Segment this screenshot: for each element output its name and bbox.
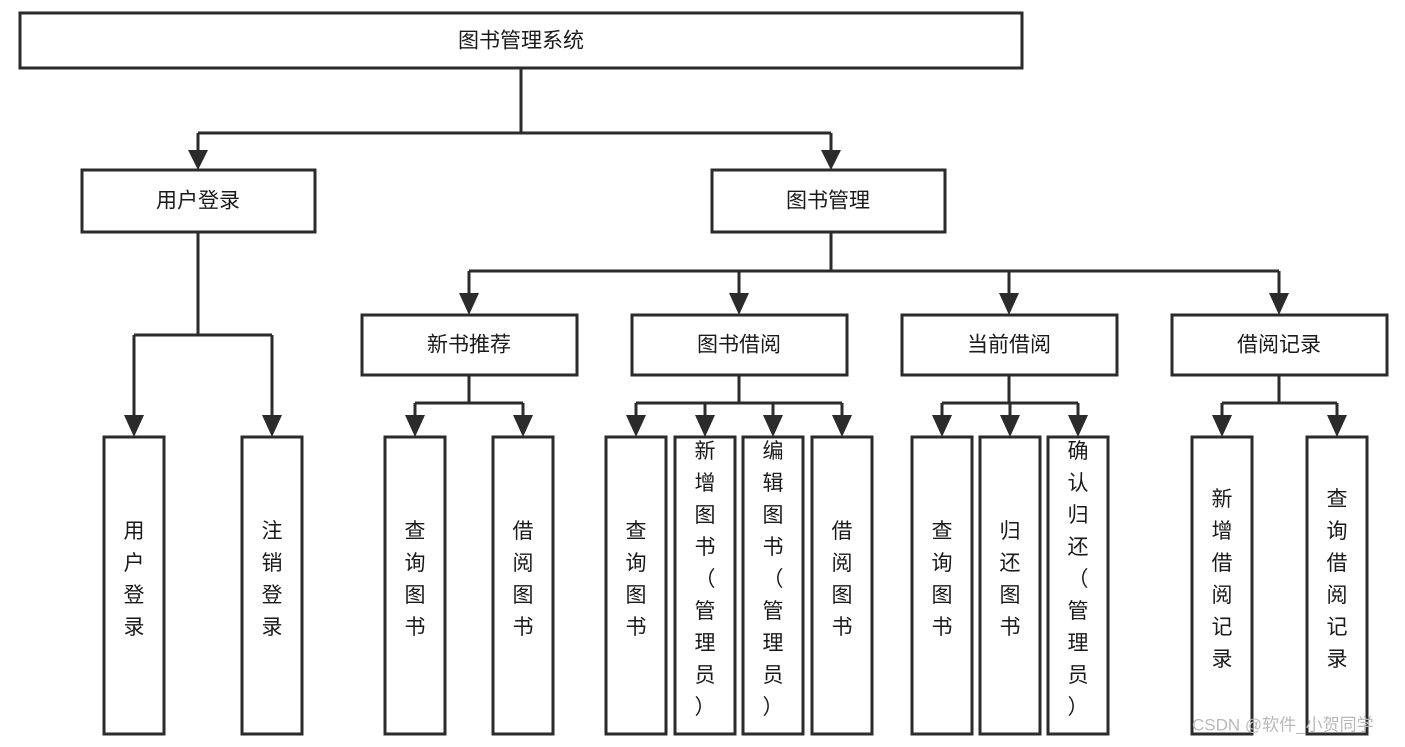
node-current-borrow[interactable]: 当前借阅: [900, 313, 1119, 377]
leaf-new-book-1-box[interactable]: [383, 435, 447, 736]
leaf-book-borrow-4[interactable]: 借阅图书: [810, 435, 874, 736]
leaf-current-borrow-3-label: 确认归还（管理员）: [1068, 440, 1089, 719]
leaf-book-borrow-4-label: 借阅图书: [832, 520, 853, 639]
leaf-book-borrow-1-label: 查询图书: [626, 520, 647, 639]
arrow-root-to-book-mgmt: [821, 150, 841, 170]
arrow-record-leaf-2: [1327, 415, 1347, 437]
leaf-borrow-record-2-label: 查询借阅记录: [1327, 488, 1348, 671]
arrow-userlogin-leaf-1: [124, 415, 144, 437]
leaf-new-book-2[interactable]: 借阅图书: [491, 435, 555, 736]
node-borrow-record-label: 借阅记录: [1237, 334, 1321, 357]
node-root[interactable]: 图书管理系统: [18, 11, 1024, 70]
leaf-book-borrow-4-box[interactable]: [810, 435, 874, 736]
node-book-borrow-label: 图书借阅: [697, 334, 781, 357]
arrow-borrow-leaf-1: [626, 415, 646, 437]
arrow-current-leaf-2: [1000, 415, 1020, 437]
node-new-book-recommend[interactable]: 新书推荐: [360, 313, 579, 377]
node-book-borrow[interactable]: 图书借阅: [630, 313, 849, 377]
node-book-management[interactable]: 图书管理: [710, 168, 947, 234]
node-borrow-record[interactable]: 借阅记录: [1170, 313, 1389, 377]
leaf-new-book-2-box[interactable]: [491, 435, 555, 736]
leaf-user-login-2-label: 注销登录: [262, 520, 283, 639]
node-user-login-label: 用户登录: [156, 190, 240, 213]
leaf-current-borrow-1[interactable]: 查询图书: [910, 435, 974, 736]
arrow-record-leaf-1: [1212, 415, 1232, 437]
node-root-label: 图书管理系统: [458, 30, 584, 53]
leaf-current-borrow-2-box[interactable]: [978, 435, 1042, 736]
node-book-borrow-box[interactable]: [630, 313, 849, 377]
leaf-new-book-1-label: 查询图书: [405, 520, 426, 639]
node-borrow-record-box[interactable]: [1170, 313, 1389, 377]
arrow-bookmgmt-c4: [1269, 293, 1289, 315]
leaf-book-borrow-2-box[interactable]: [673, 435, 737, 736]
leaf-user-login-2[interactable]: 注销登录: [240, 435, 304, 736]
leaf-new-book-2-label: 借阅图书: [513, 520, 534, 639]
leaf-current-borrow-1-label: 查询图书: [932, 520, 953, 639]
leaf-book-borrow-2[interactable]: 新增图书（管理员）: [673, 435, 737, 736]
arrow-bookmgmt-c2: [729, 293, 749, 315]
arrow-current-leaf-3: [1068, 415, 1088, 437]
node-root-box[interactable]: [18, 11, 1024, 70]
leaf-user-login-1-label: 用户登录: [124, 520, 145, 639]
node-user-login-box[interactable]: [80, 168, 317, 234]
leaf-current-borrow-1-box[interactable]: [910, 435, 974, 736]
arrow-borrow-leaf-4: [832, 415, 852, 437]
leaf-current-borrow-2-label: 归还图书: [1000, 520, 1021, 639]
node-user-login[interactable]: 用户登录: [80, 168, 317, 234]
leaf-book-borrow-3[interactable]: 编辑图书（管理员）: [741, 435, 805, 736]
connector-layer: [124, 68, 1347, 437]
leaf-user-login-1[interactable]: 用户登录: [102, 435, 166, 736]
arrow-userlogin-leaf-2: [262, 415, 282, 437]
arrow-borrow-leaf-3: [763, 415, 783, 437]
node-new-book-recommend-box[interactable]: [360, 313, 579, 377]
leaf-new-book-1[interactable]: 查询图书: [383, 435, 447, 736]
node-current-borrow-label: 当前借阅: [967, 334, 1051, 357]
leaf-user-login-1-box[interactable]: [102, 435, 166, 736]
watermark-label: CSDN @软件_小贺同学: [1192, 715, 1374, 734]
leaf-book-borrow-3-label: 编辑图书（管理员）: [763, 440, 784, 719]
arrow-current-leaf-1: [932, 415, 952, 437]
leaf-current-borrow-2[interactable]: 归还图书: [978, 435, 1042, 736]
arrow-root-to-user-login: [188, 150, 208, 170]
leaf-user-login-2-box[interactable]: [240, 435, 304, 736]
node-book-management-label: 图书管理: [786, 190, 870, 213]
node-current-borrow-box[interactable]: [900, 313, 1119, 377]
arrow-newbook-leaf-1: [405, 415, 425, 437]
node-new-book-recommend-label: 新书推荐: [427, 334, 511, 357]
arrow-bookmgmt-c3: [999, 293, 1019, 315]
arrow-borrow-leaf-2: [695, 415, 715, 437]
leaf-borrow-record-2[interactable]: 查询借阅记录: [1305, 435, 1369, 736]
leaf-book-borrow-1[interactable]: 查询图书: [604, 435, 668, 736]
arrow-bookmgmt-c1: [459, 293, 479, 315]
leaf-book-borrow-1-box[interactable]: [604, 435, 668, 736]
leaf-borrow-record-1[interactable]: 新增借阅记录: [1190, 435, 1254, 736]
leaf-borrow-record-2-box[interactable]: [1305, 435, 1369, 736]
leaf-current-borrow-3[interactable]: 确认归还（管理员）: [1046, 435, 1110, 736]
arrow-newbook-leaf-2: [513, 415, 533, 437]
leaf-borrow-record-1-label: 新增借阅记录: [1212, 488, 1233, 671]
node-book-management-box[interactable]: [710, 168, 947, 234]
leaf-borrow-record-1-box[interactable]: [1190, 435, 1254, 736]
leaf-book-borrow-2-label: 新增图书（管理员）: [695, 440, 716, 719]
leaf-current-borrow-3-box[interactable]: [1046, 435, 1110, 736]
leaf-book-borrow-3-box[interactable]: [741, 435, 805, 736]
